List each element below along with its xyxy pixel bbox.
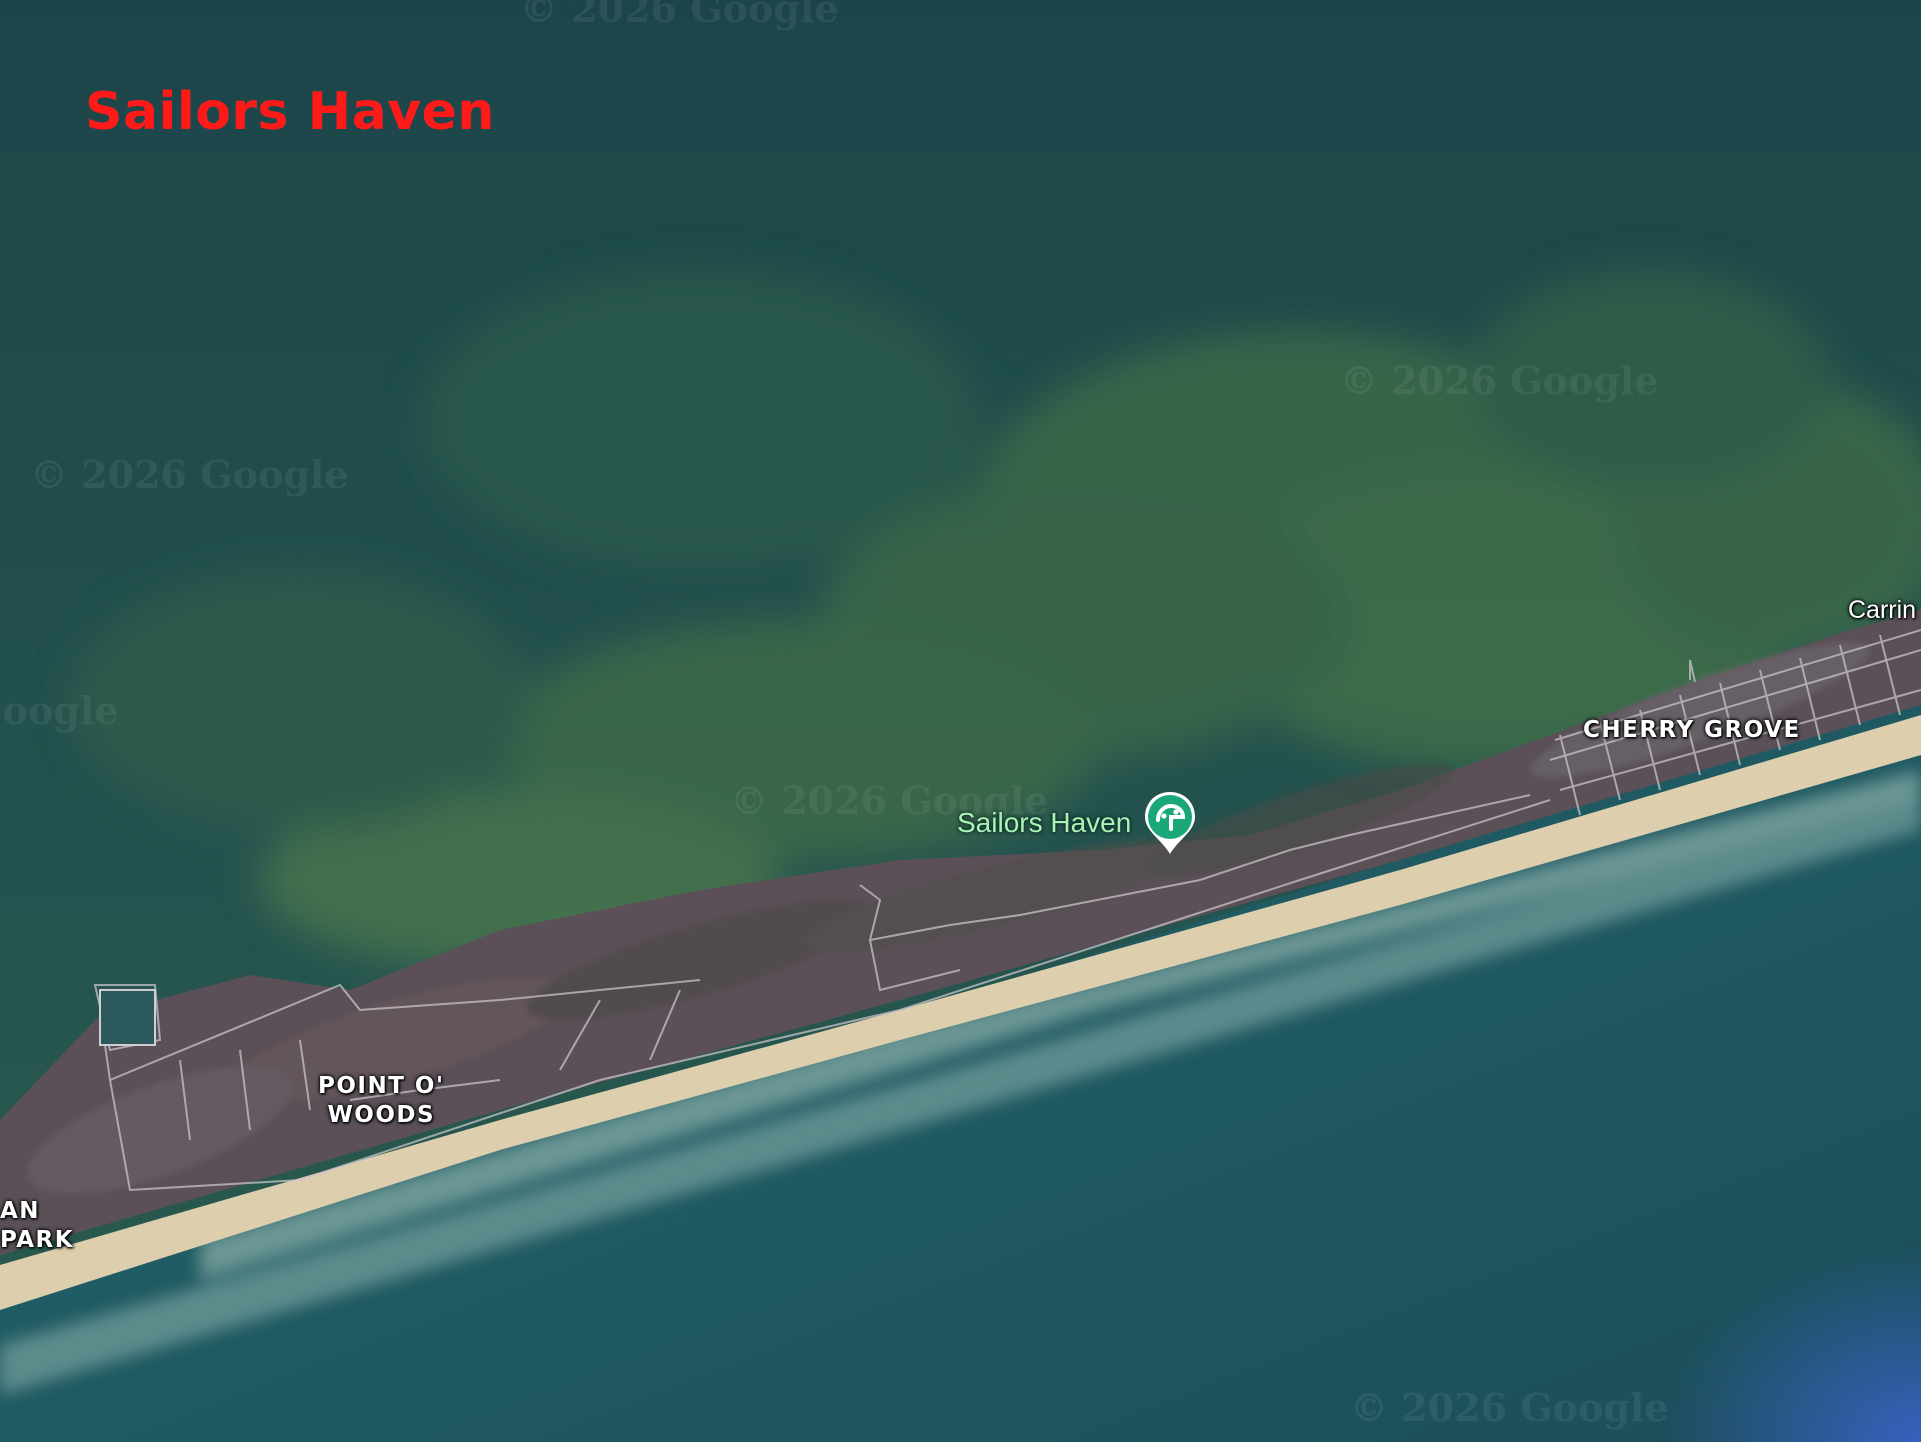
watermark: © 2026 Google <box>1350 1385 1669 1430</box>
place-label-line: POINT O' <box>318 1073 445 1099</box>
watermark: © 2026 Google <box>0 688 119 733</box>
beach <box>0 715 1921 1310</box>
place-label-line: PARK <box>0 1227 75 1253</box>
watermark: © 2026 Google <box>1340 358 1659 403</box>
place-label-line: AN <box>0 1198 41 1224</box>
place-label-left-edge[interactable]: AN PARK <box>0 1197 74 1255</box>
surf <box>0 770 1921 1395</box>
watermark: © 2026 Google <box>730 778 1049 823</box>
place-label-point-o-woods[interactable]: POINT O' WOODS <box>318 1072 445 1130</box>
place-label-right-edge[interactable]: Carrin <box>1848 596 1917 624</box>
page-title: Sailors Haven <box>85 82 495 142</box>
marina <box>99 989 156 1046</box>
place-label-cherry-grove[interactable]: CHERRY GROVE <box>1583 716 1801 745</box>
watermark: © 2026 Google <box>520 0 839 31</box>
place-label-text: CHERRY GROVE <box>1583 717 1801 743</box>
vegetation <box>27 642 1870 1194</box>
park-pin-icon[interactable] <box>1142 790 1198 856</box>
poi-label[interactable]: Sailors Haven <box>957 807 1132 838</box>
watermark: © 2026 Google <box>30 452 349 497</box>
place-label-line: WOODS <box>327 1102 436 1128</box>
